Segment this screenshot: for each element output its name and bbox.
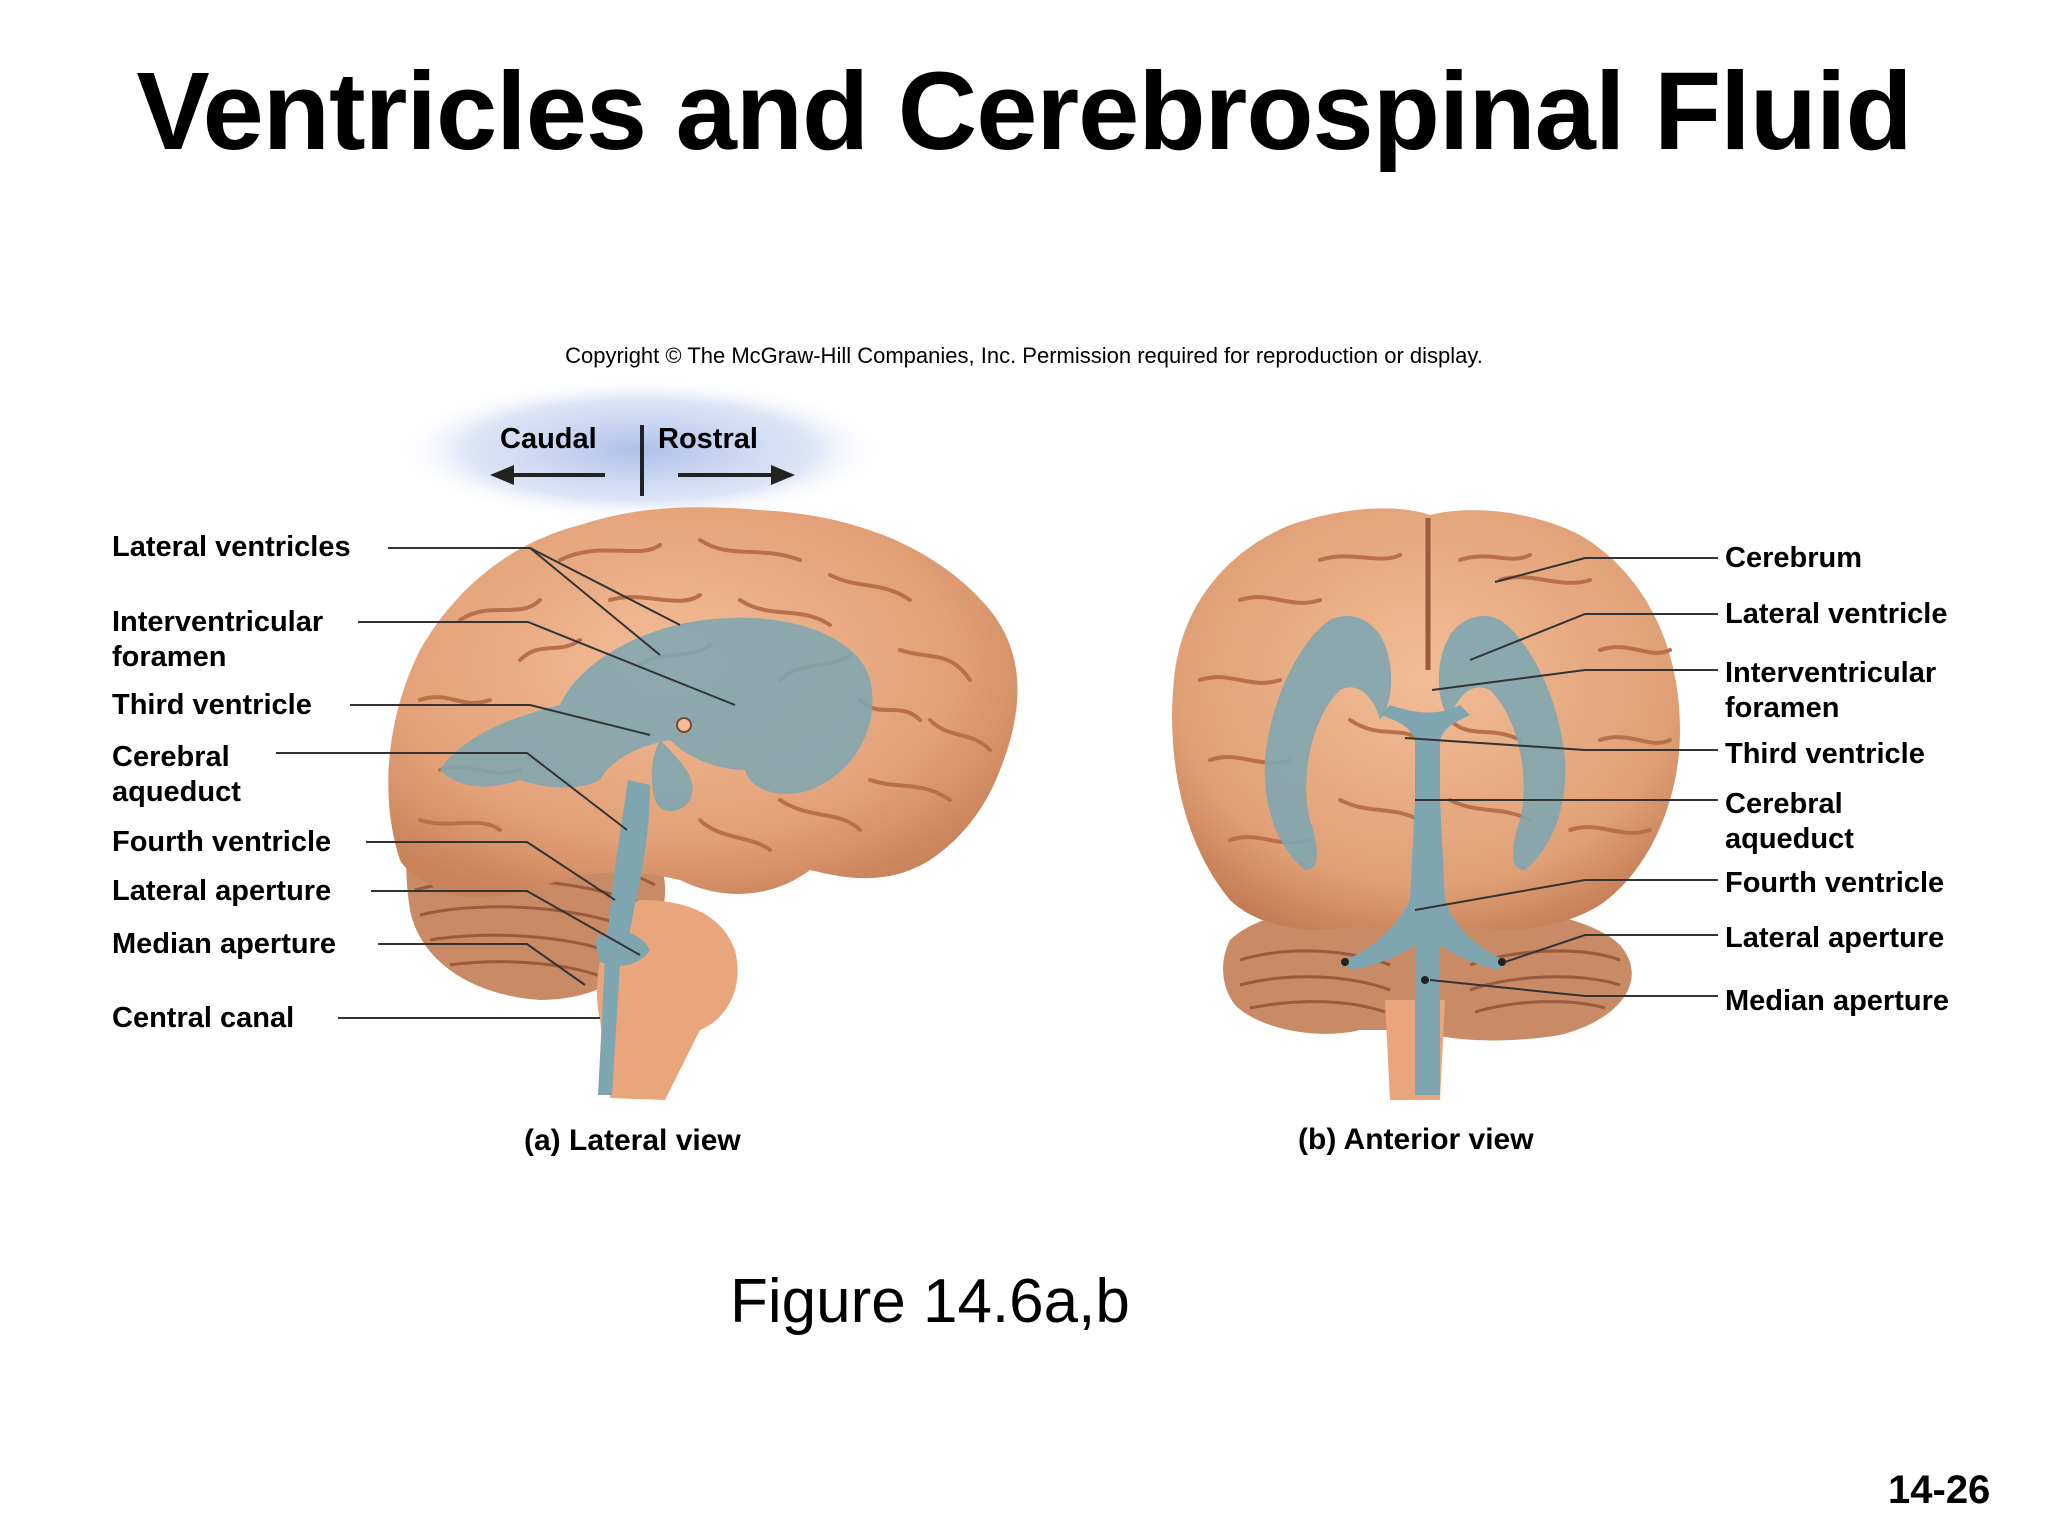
figure-reference: Figure 14.6a,b bbox=[730, 1267, 1130, 1336]
label-lateral-ventricles: Lateral ventricles bbox=[112, 531, 351, 563]
label-line: Interventricular bbox=[112, 606, 324, 638]
label-fourth-ventricle: Fourth ventricle bbox=[112, 826, 332, 858]
third-ventricle bbox=[651, 740, 693, 812]
label-line: aqueduct bbox=[112, 776, 241, 808]
lateral-ventricles bbox=[440, 617, 873, 794]
anterior-leader-lines bbox=[1404, 557, 1718, 997]
label-line: aqueduct bbox=[1725, 823, 1854, 855]
cerebral-aqueduct bbox=[606, 780, 650, 955]
label-anterior-fourth-ventricle: Fourth ventricle bbox=[1725, 867, 1945, 899]
copyright-notice: Copyright © The McGraw-Hill Companies, I… bbox=[565, 343, 1483, 368]
slide-title: Ventricles and Cerebrospinal Fluid bbox=[136, 50, 1912, 173]
label-lateral-ventricle: Lateral ventricle bbox=[1725, 598, 1948, 630]
label-line: Cerebral bbox=[112, 741, 230, 773]
anterior-third-ventricle bbox=[1380, 705, 1470, 800]
caudal-arrow-icon bbox=[490, 465, 514, 485]
anterior-fourth-ventricle bbox=[1345, 900, 1505, 1095]
label-line: Cerebral bbox=[1725, 788, 1843, 820]
label-interventricular-foramen: Interventricular foramen bbox=[112, 605, 323, 675]
lateral-leader-lines bbox=[276, 547, 736, 1019]
rostral-label: Rostral bbox=[658, 423, 758, 455]
label-line: foramen bbox=[112, 641, 227, 673]
label-anterior-interventricular-foramen: Interventricular foramen bbox=[1725, 656, 1936, 726]
anterior-view-brain bbox=[1172, 508, 1680, 1100]
label-cerebrum: Cerebrum bbox=[1725, 542, 1862, 574]
caudal-label: Caudal bbox=[500, 423, 597, 455]
label-anterior-median-aperture: Median aperture bbox=[1725, 985, 1949, 1017]
label-line: Interventricular bbox=[1725, 657, 1937, 689]
label-third-ventricle: Third ventricle bbox=[112, 689, 312, 721]
fourth-ventricle bbox=[595, 931, 650, 966]
lateral-view-brain bbox=[388, 507, 1018, 1100]
slide-number: 14-26 bbox=[1888, 1468, 1991, 1512]
label-anterior-lateral-aperture: Lateral aperture bbox=[1725, 922, 1945, 954]
label-central-canal: Central canal bbox=[112, 1002, 295, 1034]
anterior-cerebral-aqueduct bbox=[1410, 800, 1445, 900]
label-lateral-aperture: Lateral aperture bbox=[112, 875, 332, 907]
caption-anterior-view: (b) Anterior view bbox=[1298, 1123, 1534, 1156]
rostral-arrow-icon bbox=[771, 465, 795, 485]
label-median-aperture: Median aperture bbox=[112, 928, 336, 960]
right-lateral-ventricle bbox=[1438, 615, 1566, 870]
central-canal bbox=[598, 960, 620, 1095]
label-anterior-third-ventricle: Third ventricle bbox=[1725, 738, 1925, 770]
orientation-indicator bbox=[395, 378, 885, 522]
label-line: foramen bbox=[1725, 692, 1840, 724]
caption-lateral-view: (a) Lateral view bbox=[524, 1124, 741, 1157]
left-lateral-ventricle bbox=[1264, 615, 1392, 870]
label-cerebral-aqueduct: Cerebral aqueduct bbox=[112, 740, 241, 810]
label-anterior-cerebral-aqueduct: Cerebral aqueduct bbox=[1725, 787, 1854, 857]
